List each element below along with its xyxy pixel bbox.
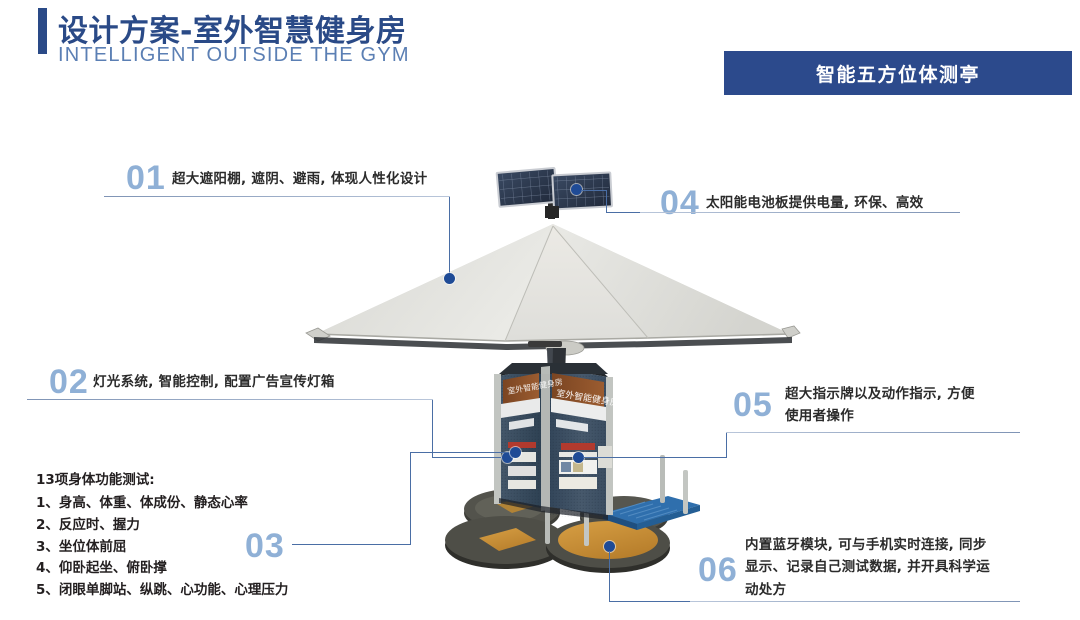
svg-text:室外智能健身房: 室外智能健身房: [556, 387, 620, 409]
callout-number-02: 02: [49, 363, 89, 401]
feature-list: 13项身体功能测试: 1、身高、体重、体成份、静态心率 2、反应时、握力 3、坐…: [36, 470, 288, 602]
leader-05-v: [726, 432, 727, 458]
callout-number-04: 04: [660, 184, 700, 222]
callout-text-04: 太阳能电池板提供电量, 环保、高效: [706, 195, 924, 211]
callout-number-06: 06: [698, 551, 738, 589]
callout-underline-04: [640, 212, 960, 213]
leader-02-h: [432, 457, 507, 458]
leader-04-h1: [581, 190, 607, 191]
leader-03-h1: [292, 544, 411, 545]
leader-03-h2: [410, 452, 515, 453]
feature-list-item: 5、闭眼单脚站、纵跳、心功能、心理压力: [36, 582, 289, 599]
callout-number-03: 03: [245, 527, 285, 565]
support-mast: [547, 348, 566, 432]
hotspot-dot-03: [510, 447, 521, 458]
hotspot-dot-04: [571, 184, 582, 195]
callout-text-02: 灯光系统, 智能控制, 配置广告宣传灯箱: [93, 374, 335, 390]
callout-underline-02: [27, 399, 433, 400]
feature-list-title: 13项身体功能测试:: [36, 472, 155, 488]
canopy-shade: [305, 224, 801, 356]
hotspot-dot-01: [444, 273, 455, 284]
callout-text-05: 超大指示牌以及动作指示, 方便 使用者操作: [785, 386, 975, 425]
leader-06-h: [609, 601, 719, 602]
feature-list-item: 4、仰卧起坐、俯卧撑: [36, 560, 167, 577]
svg-text:室外智能健身房: 室外智能健身房: [507, 376, 564, 396]
leader-02-v: [432, 399, 433, 458]
leader-05-h1: [583, 457, 727, 458]
leader-04-h2: [606, 212, 666, 213]
callout-text-01: 超大遮阳棚, 遮阴、避雨, 体现人性化设计: [172, 171, 428, 187]
page-title: 设计方案-室外智慧健身房: [58, 14, 407, 49]
solar-panel-array: [495, 166, 613, 219]
callout-underline-01: [104, 196, 450, 197]
feature-list-item: 1、身高、体重、体成份、静态心率: [36, 494, 248, 511]
callout-number-01: 01: [126, 159, 166, 197]
leader-06-v: [609, 551, 610, 602]
blue-step-platform: [603, 496, 700, 530]
hotspot-dot-05: [573, 452, 584, 463]
header-accent-bar: [38, 8, 47, 54]
feature-list-item: 2、反应时、握力: [36, 516, 140, 533]
callout-text-06: 内置蓝牙模块, 可与手机实时连接, 同步 显示、记录自己测试数据, 并开具科学运…: [745, 537, 991, 598]
feature-list-item: 3、坐位体前屈: [36, 538, 127, 555]
kiosk-body: 室外智能健身房 室外智能健身房: [494, 363, 620, 520]
product-name-badge-label: 智能五方位体测亭: [815, 63, 980, 86]
callout-number-05: 05: [733, 386, 773, 424]
handrail-posts: [545, 455, 688, 546]
product-name-badge: 智能五方位体测亭: [724, 51, 1072, 95]
leader-01-v: [449, 196, 450, 278]
callout-underline-06: [690, 601, 1020, 602]
leader-04-v: [606, 190, 607, 213]
hotspot-dot-06: [604, 541, 615, 552]
leader-03-v: [410, 452, 411, 545]
hotspot-dot-02: [502, 452, 513, 463]
page-subtitle: INTELLIGENT OUTSIDE THE GYM: [58, 44, 410, 66]
callout-underline-05: [726, 432, 1020, 433]
base-platforms: [445, 489, 670, 573]
